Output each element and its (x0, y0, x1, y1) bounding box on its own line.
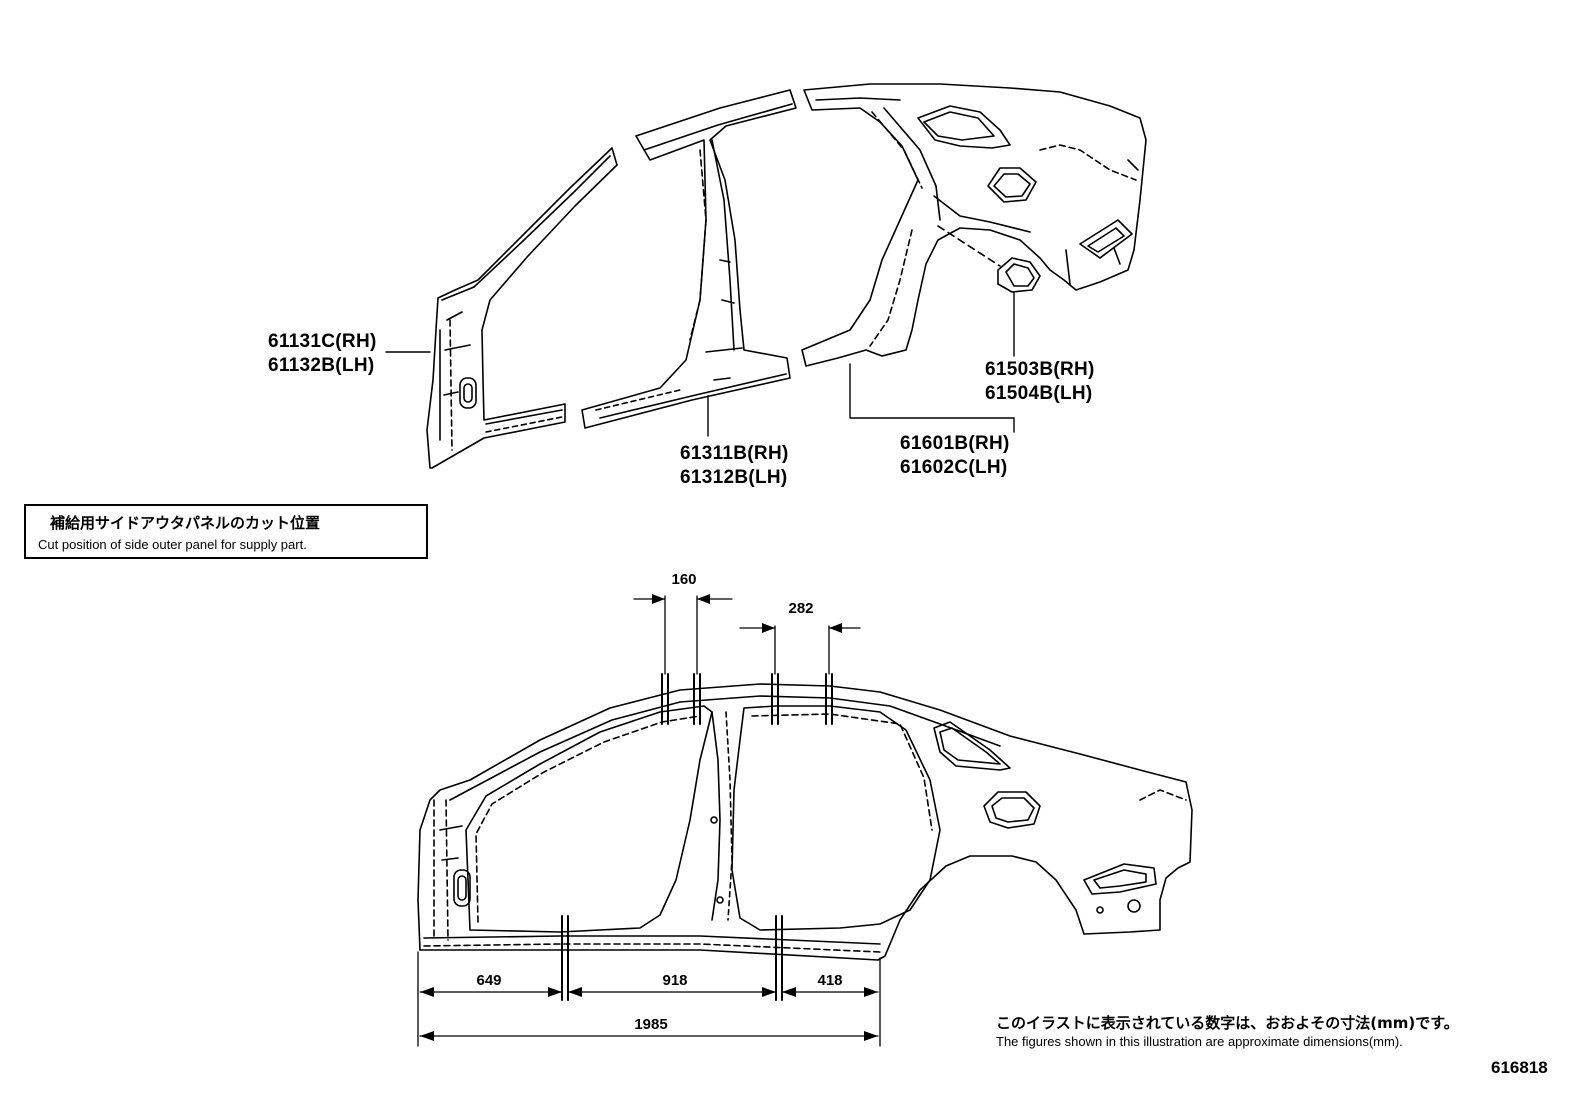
part-label-quarter-panel: 61601B(RH) 61602C(LH) (900, 432, 1010, 480)
quarter-panel-part (801, 83, 1147, 367)
figure-id: 616818 (1491, 1058, 1548, 1077)
assembled-side-panel (417, 683, 1193, 961)
note-english: Cut position of side outer panel for sup… (38, 537, 307, 552)
dim-roof-rear: 282 (788, 600, 813, 617)
cut-markers (561, 673, 833, 1001)
part-number-center-pillar-lh: 61312B(LH) (680, 467, 788, 488)
part-number-front-pillar-lh: 61132B(LH) (268, 355, 375, 376)
dim-rocker-middle: 918 (662, 972, 687, 989)
part-number-fuel-door-box-lh: 61504B(LH) (985, 383, 1093, 404)
front-pillar-part (426, 147, 618, 469)
top-leaders (385, 291, 1015, 437)
dimension-labels: 160 282 649 918 418 1985 (476, 571, 842, 1033)
part-label-front-pillar: 61131C(RH) 61132B(LH) (268, 330, 377, 378)
part-number-quarter-panel-rh: 61601B(RH) (900, 433, 1010, 454)
footer-note-english: The figures shown in this illustration a… (996, 1034, 1403, 1049)
note-japanese: 補給用サイドアウタパネルのカット位置 (50, 514, 321, 532)
part-number-center-pillar-rh: 61311B(RH) (680, 443, 789, 464)
part-label-fuel-door-box: 61503B(RH) 61504B(LH) (985, 358, 1095, 406)
dim-roof-front: 160 (671, 571, 696, 588)
center-pillar-part (581, 89, 797, 429)
part-number-front-pillar-rh: 61131C(RH) (268, 331, 377, 352)
cut-position-note: 補給用サイドアウタパネルのカット位置 Cut position of side … (24, 504, 428, 559)
part-number-fuel-door-box-rh: 61503B(RH) (985, 359, 1095, 380)
footer-note-japanese: このイラストに表示されている数字は、おおよその寸法(mm)です。 (996, 1014, 1459, 1032)
dim-overall: 1985 (634, 1016, 667, 1033)
dim-rocker-front: 649 (476, 972, 501, 989)
part-label-center-pillar: 61311B(RH) 61312B(LH) (680, 442, 789, 490)
dimension-lines (417, 595, 881, 1047)
dimension-arrows (420, 594, 878, 1041)
part-number-quarter-panel-lh: 61602C(LH) (900, 457, 1008, 478)
dim-rocker-rear: 418 (817, 972, 842, 989)
